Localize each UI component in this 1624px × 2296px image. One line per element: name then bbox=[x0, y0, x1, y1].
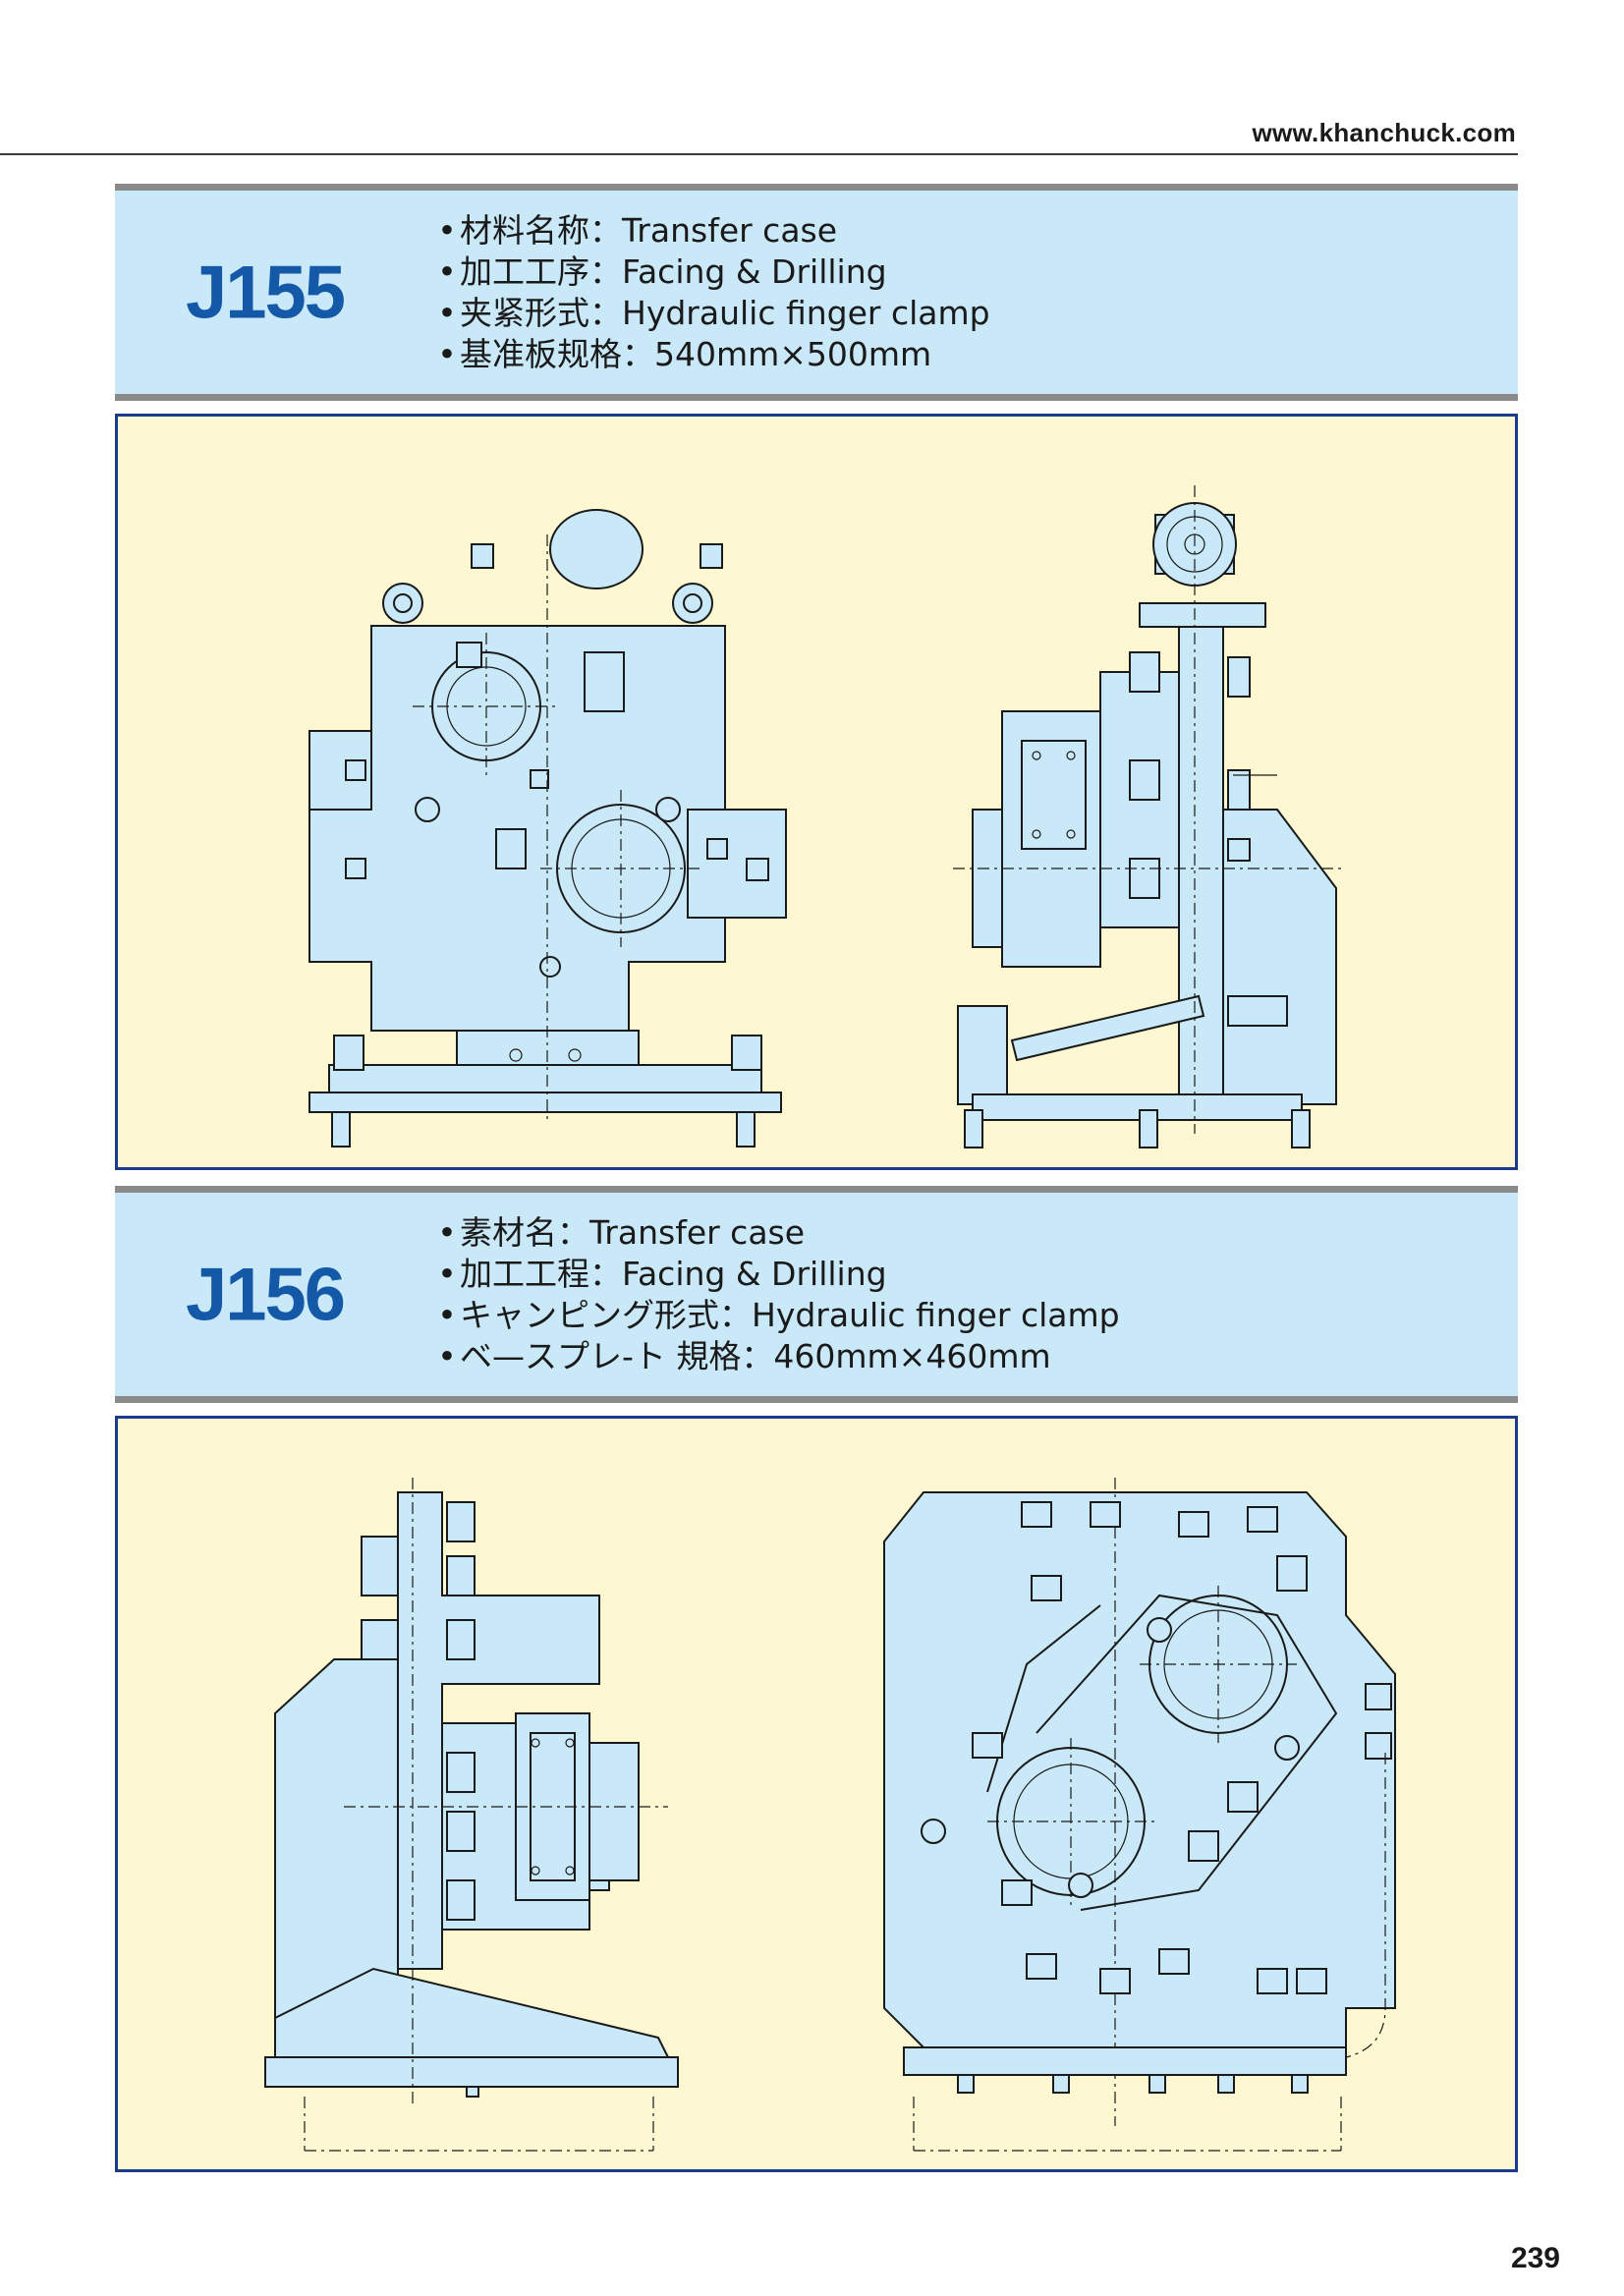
j156-header-panel: J156 •素材名：Transfer case •加工工程：Facing & D… bbox=[115, 1186, 1518, 1403]
spec-text: 素材名：Transfer case bbox=[460, 1213, 806, 1252]
spec-item: •キャンピング形式：Hydraulic finger clamp bbox=[434, 1295, 1120, 1336]
page-number: 239 bbox=[1510, 2242, 1560, 2274]
spec-item: •夹紧形式：Hydraulic finger clamp bbox=[434, 293, 990, 334]
spec-item: •ベ—スプレ-ト 規格：460mm×460mm bbox=[434, 1336, 1120, 1377]
bullet-icon: • bbox=[437, 252, 457, 291]
spec-list: •素材名：Transfer case •加工工程：Facing & Drilli… bbox=[434, 1212, 1120, 1377]
spec-item: •素材名：Transfer case bbox=[434, 1212, 1120, 1254]
website-url[interactable]: www.khanchuck.com bbox=[1252, 118, 1516, 147]
bullet-icon: • bbox=[437, 1337, 457, 1375]
j156-technical-drawing bbox=[264, 1478, 1396, 2152]
j156-drawing-panel bbox=[115, 1416, 1518, 2172]
spec-item: •加工工序：Facing & Drilling bbox=[434, 252, 990, 293]
spec-item: •材料名称：Transfer case bbox=[434, 210, 990, 252]
j155-header-panel: J155 •材料名称：Transfer case •加工工序：Facing & … bbox=[115, 184, 1518, 401]
spec-text: 夹紧形式：Hydraulic finger clamp bbox=[460, 294, 990, 332]
spec-text: 加工工序：Facing & Drilling bbox=[460, 252, 887, 291]
j156-side-view bbox=[264, 1478, 679, 2152]
spec-list: •材料名称：Transfer case •加工工序：Facing & Drill… bbox=[434, 210, 990, 375]
j156-top-view bbox=[883, 1478, 1396, 2152]
bullet-icon: • bbox=[437, 1296, 457, 1334]
bullet-icon: • bbox=[437, 1213, 457, 1252]
spec-item: •基准板规格：540mm×500mm bbox=[434, 334, 990, 375]
bullet-icon: • bbox=[437, 335, 457, 373]
j155-technical-drawing bbox=[308, 485, 1346, 1148]
j155-drawing-panel bbox=[115, 414, 1518, 1170]
spec-text: ベ—スプレ-ト 規格：460mm×460mm bbox=[460, 1337, 1051, 1375]
top-rule bbox=[0, 153, 1518, 155]
j155-front-view bbox=[308, 509, 787, 1148]
spec-text: 加工工程：Facing & Drilling bbox=[460, 1255, 887, 1293]
spec-text: 材料名称：Transfer case bbox=[460, 211, 838, 250]
j155-side-view bbox=[953, 485, 1346, 1148]
bullet-icon: • bbox=[437, 1255, 457, 1293]
model-code: J155 bbox=[186, 251, 346, 334]
spec-text: 基准板规格：540mm×500mm bbox=[460, 335, 932, 373]
model-code: J156 bbox=[186, 1253, 346, 1336]
spec-item: •加工工程：Facing & Drilling bbox=[434, 1254, 1120, 1295]
spec-text: キャンピング形式：Hydraulic finger clamp bbox=[460, 1296, 1120, 1334]
bullet-icon: • bbox=[437, 294, 457, 332]
bullet-icon: • bbox=[437, 211, 457, 250]
